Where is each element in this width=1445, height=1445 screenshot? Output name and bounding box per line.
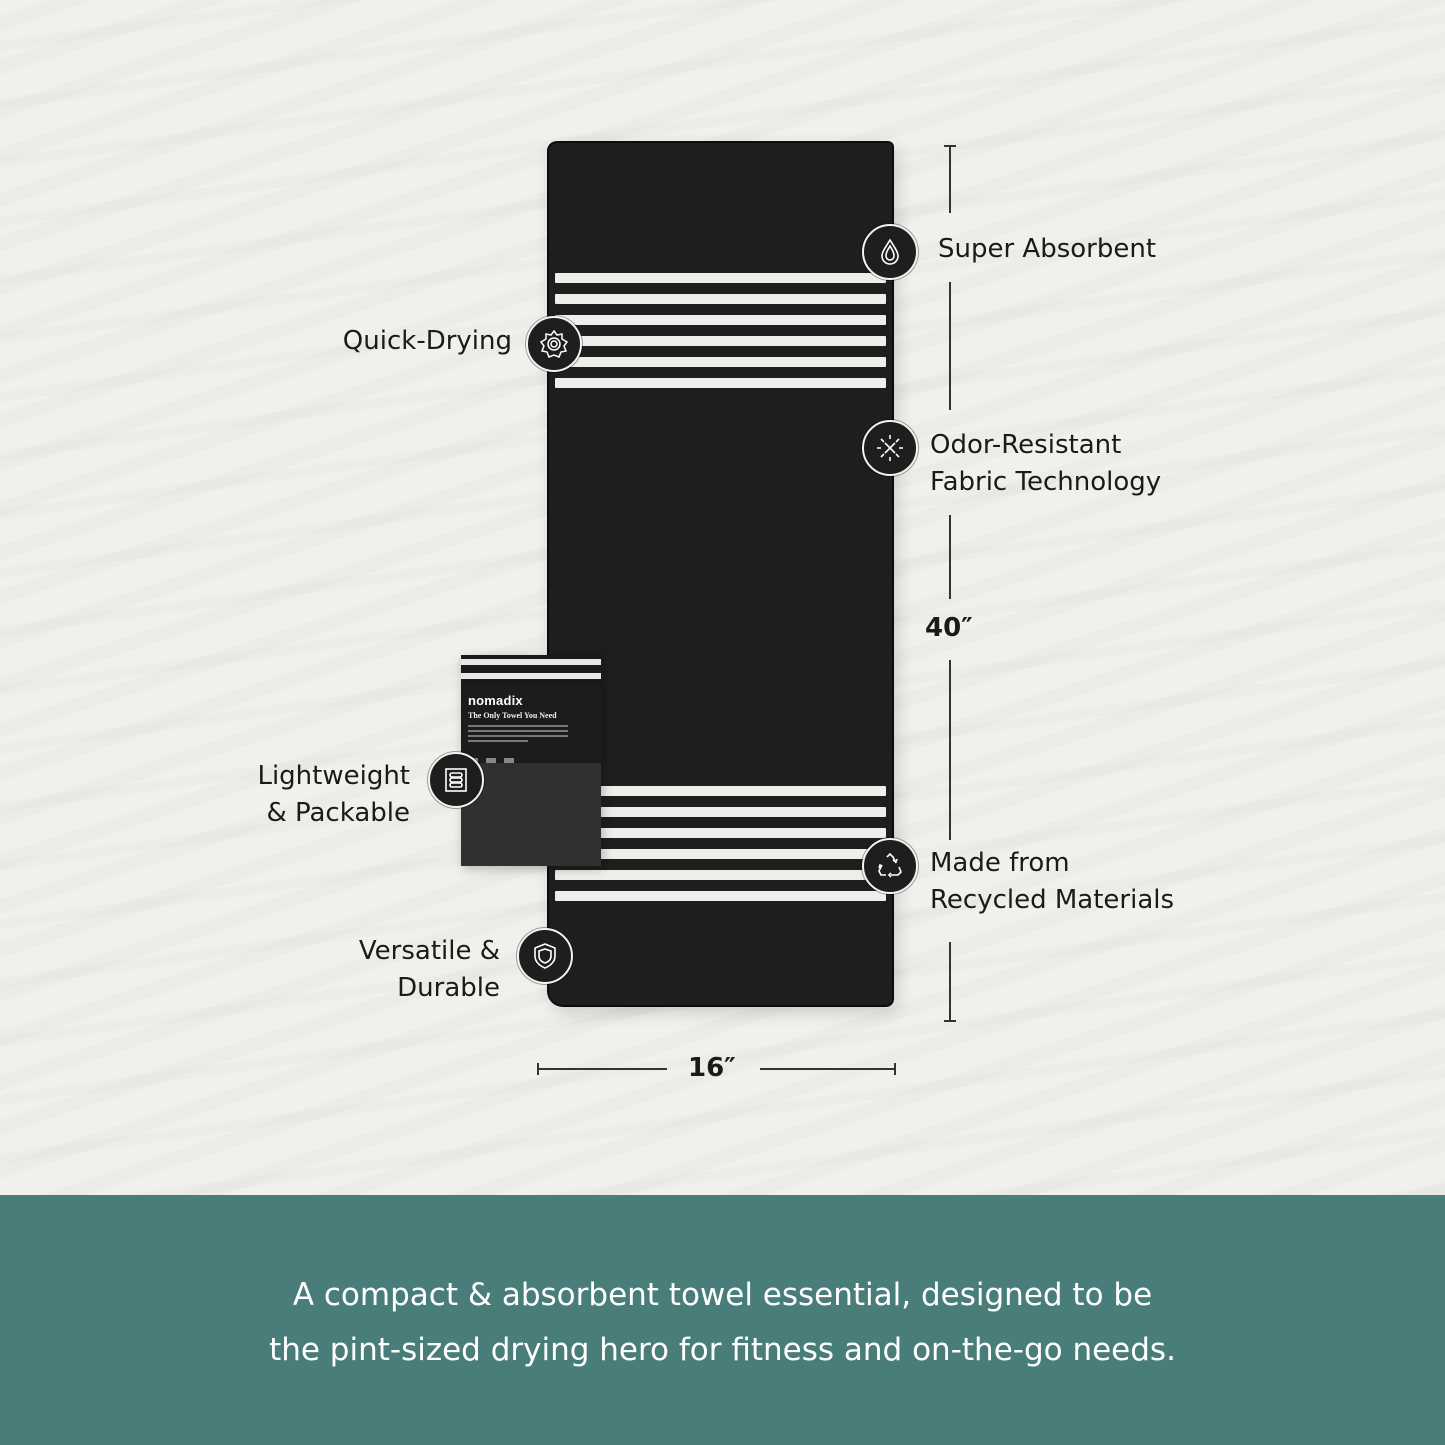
width-tick-right — [894, 1063, 896, 1075]
feature-super-absorbent: Super Absorbent — [938, 234, 1157, 264]
footer-line-1: A compact & absorbent towel essential, d… — [292, 1277, 1153, 1313]
footer-banner: A compact & absorbent towel essential, d… — [0, 1195, 1445, 1445]
width-dimension: 16″ — [688, 1053, 736, 1083]
feature-lightweight-packable: Lightweight & Packable — [257, 761, 410, 828]
bottom-stripes — [555, 786, 886, 912]
package-fine-print — [468, 725, 568, 745]
package-tagline: The Only Towel You Need — [468, 711, 557, 720]
towel-image — [549, 143, 892, 1005]
width-line — [537, 1068, 667, 1070]
height-dimension: 40″ — [925, 613, 973, 643]
sun-burst-icon — [526, 316, 582, 372]
height-line — [949, 145, 951, 213]
feature-odor-resistant: Odor-Resistant Fabric Technology — [930, 430, 1162, 497]
height-tick-bottom — [944, 1020, 956, 1022]
feature-quick-drying: Quick-Drying — [342, 326, 512, 356]
odor-x-icon — [862, 420, 918, 476]
package-brand: nomadix — [468, 693, 523, 708]
folded-layers-icon — [428, 752, 484, 808]
top-stripes — [555, 273, 886, 399]
water-drop-icon — [862, 224, 918, 280]
towel-package: nomadix The Only Towel You Need — [461, 655, 601, 866]
shield-icon — [517, 928, 573, 984]
feature-recycled-materials: Made from Recycled Materials — [930, 848, 1175, 915]
feature-versatile-durable: Versatile & Durable — [358, 936, 500, 1003]
recycle-icon — [862, 838, 918, 894]
footer-line-2: the pint-sized drying hero for fitness a… — [269, 1332, 1176, 1368]
